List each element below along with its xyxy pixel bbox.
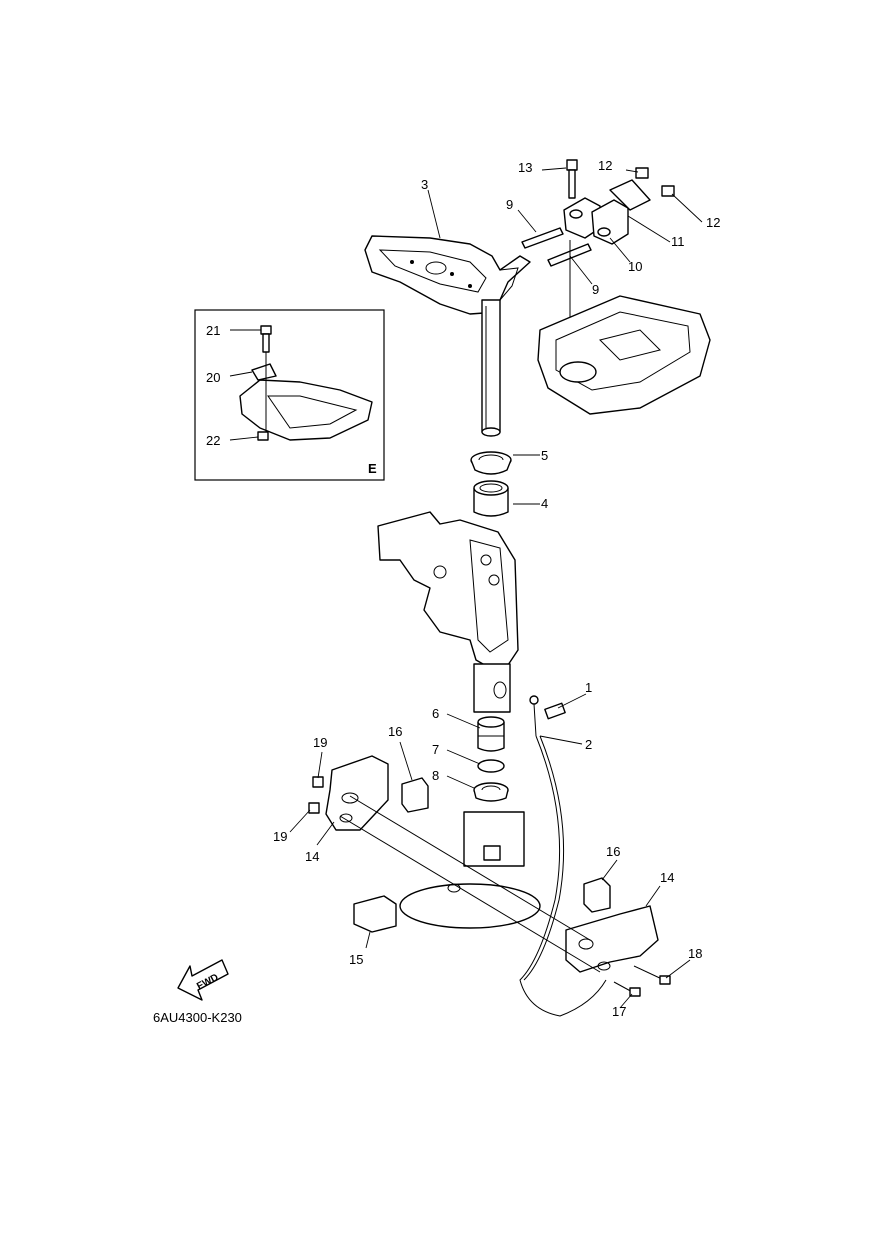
callout-6: 6 <box>432 706 439 721</box>
lower-mount-part-14-right <box>565 905 659 973</box>
callout-2: 2 <box>585 737 592 752</box>
callout-22: 22 <box>206 433 220 448</box>
bolt-part-17 <box>613 981 641 997</box>
callout-3: 3 <box>421 177 428 192</box>
nut-part-19-top <box>312 776 324 788</box>
callout-10: 10 <box>628 259 642 274</box>
drawing-code: 6AU4300-K230 <box>153 1010 242 1025</box>
callout-14-left: 14 <box>305 849 319 864</box>
through-bolts <box>339 795 601 973</box>
callout-11: 11 <box>671 234 685 249</box>
callout-18: 18 <box>688 946 702 961</box>
fwd-arrow-icon <box>177 959 229 1001</box>
callout-5: 5 <box>541 448 548 463</box>
callout-9-top: 9 <box>506 197 513 212</box>
callout-7: 7 <box>432 742 439 757</box>
bolt-part-18 <box>633 965 671 985</box>
lower-mount-housing <box>399 811 541 929</box>
damper-part-16-right <box>583 877 611 913</box>
callout-13: 13 <box>518 160 532 175</box>
damper-part-16-left <box>401 777 429 813</box>
callout-14-right: 14 <box>660 870 674 885</box>
callout-15: 15 <box>349 952 363 967</box>
callout-12-top: 12 <box>598 158 612 173</box>
leader-lines <box>229 167 703 1009</box>
inset-label: E <box>368 461 377 476</box>
inset-detail-e <box>194 309 385 481</box>
callout-19-bottom: 19 <box>273 829 287 844</box>
swivel-bracket <box>377 511 519 713</box>
ground-lead-part-2 <box>519 695 607 1017</box>
seal-part-8 <box>473 782 509 802</box>
bushing-part-4 <box>473 480 509 517</box>
mount-hardware <box>521 159 675 360</box>
callout-1: 1 <box>585 680 592 695</box>
lower-mount-part-14-left <box>325 755 389 831</box>
callout-20: 20 <box>206 370 220 385</box>
bushing-part-6 <box>477 716 505 752</box>
callout-4: 4 <box>541 496 548 511</box>
damper-part-15 <box>353 895 397 933</box>
callout-16-right: 16 <box>606 844 620 859</box>
callout-9-bottom: 9 <box>592 282 599 297</box>
bushing-part-5 <box>470 451 512 475</box>
callout-12-right: 12 <box>706 215 720 230</box>
callout-17: 17 <box>612 1004 626 1019</box>
engine-base-housing <box>537 295 711 415</box>
callout-19-top: 19 <box>313 735 327 750</box>
steering-bracket-part-3 <box>364 235 531 437</box>
nut-part-19-bottom <box>308 802 320 814</box>
o-ring-part-7 <box>477 759 505 773</box>
callout-21: 21 <box>206 323 220 338</box>
callout-16-left: 16 <box>388 724 402 739</box>
callout-8: 8 <box>432 768 439 783</box>
